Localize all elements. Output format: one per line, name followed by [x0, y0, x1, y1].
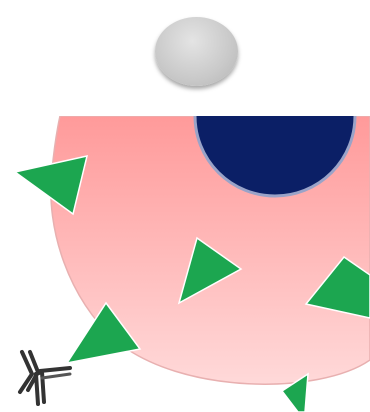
nucleus	[195, 36, 355, 196]
antibody-icon	[20, 352, 70, 404]
